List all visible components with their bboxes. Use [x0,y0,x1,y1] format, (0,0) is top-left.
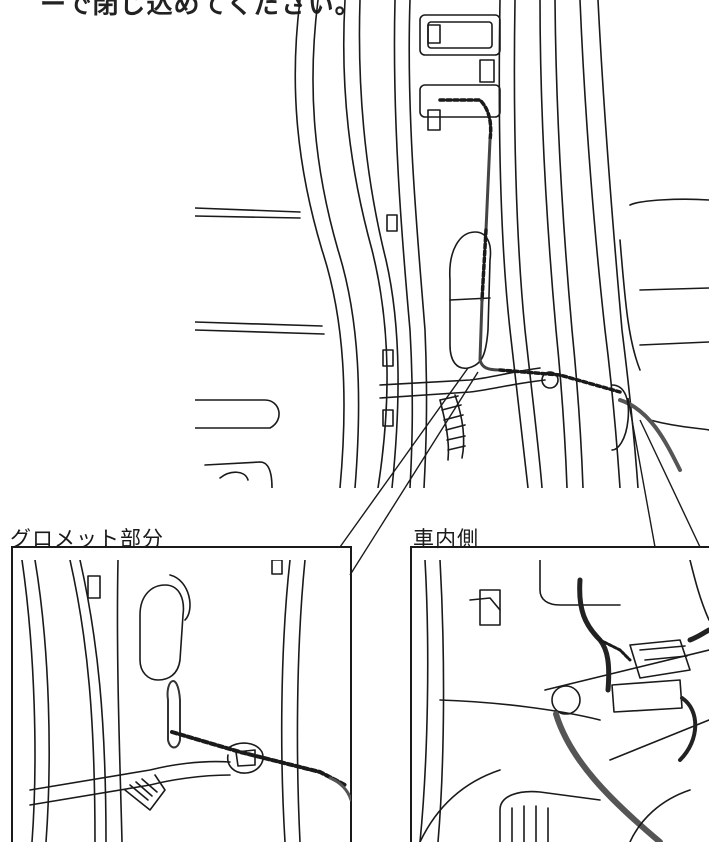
pillar-outline-4 [358,0,399,488]
right-panel-3 [639,287,709,346]
interior-inset-frame [410,546,709,842]
door-frame-2 [513,0,543,488]
inset-r-panel-4 [609,719,709,761]
panel-line-2 [195,321,325,335]
hinge-bolt-2 [427,109,441,131]
panel-lower-2 [219,471,249,481]
inset-r-bottom-curve [419,769,501,842]
pillar-bolt-1 [386,214,398,232]
inset-r-hole [551,685,581,715]
inset-cable-end [328,776,351,802]
horizontal-harness-1 [379,367,541,386]
right-panel-2 [619,239,641,371]
inset-clip [226,742,264,774]
inset-r-panel-3 [439,699,601,721]
inset-r-panel-1 [539,560,621,606]
door-frame-4 [554,0,584,488]
inset-sleeve-bracket [169,574,191,621]
pillar-outline-3 [342,0,388,488]
pillar-outline-6 [408,0,428,488]
door-frame-5 [579,0,621,488]
leader-grommet-1 [339,367,469,548]
inset-pillar-5 [116,560,123,842]
inset-pillar-7 [296,560,306,842]
hinge-lower [419,84,501,118]
inset-r-cylinder-ribs [511,805,549,842]
inset-r-pillar-1 [419,560,429,842]
inset-r-pillar-2 [437,560,445,842]
right-panel-1 [629,198,709,206]
dashed-wire-to-clip [498,368,622,394]
door-frame-3 [539,0,568,488]
interior-inset [410,546,709,842]
interior-callout-label: 車内側 [413,527,479,551]
hinge-bolt-3 [479,59,495,83]
grommet-inset-frame [11,546,352,842]
grommet-sleeve-band [449,297,491,301]
dashed-wire-top [438,98,493,142]
pillar-outline-2 [312,0,360,488]
inset-pillar-1 [21,560,36,842]
inset-sleeve [139,584,185,681]
inset-grommet [166,680,181,749]
inset-r-harness-lower [678,696,698,762]
leader-lines [339,367,701,576]
hinge-bolt-1 [427,24,441,44]
inset-pillar-6 [280,560,291,842]
hinge-upper [419,14,501,56]
routed-wire-lower [478,298,502,372]
top-caption: ーで閉じ込めてください。 [40,0,362,20]
pillar-bolt-2 [382,349,394,367]
inset-r-hose [629,789,691,842]
pillar-bolt-3 [382,409,394,427]
pillar-outline-1 [294,0,345,488]
cable-boot [611,384,630,451]
panel-lower [204,461,273,488]
inset-pillar-4 [79,560,107,842]
inset-r-bracket-2 [469,597,501,611]
routed-wire-vertical [484,138,492,232]
inset-r-dashed-wire [598,638,632,662]
inset-r-connector-ribs [639,645,688,661]
inset-r-panel-5 [689,560,709,621]
inset-r-connector-2 [611,679,683,713]
hinge-upper-inner [427,21,493,49]
inset-harness-2 [29,774,231,806]
pillar-outline-5 [393,0,414,488]
leader-interior-2 [639,419,701,548]
right-panel-4 [649,419,709,431]
dashed-wire-sleeve [480,228,488,302]
inset-r-connector-1 [629,639,691,679]
leader-grommet-2 [349,371,479,576]
inset-r-cylinder [499,790,601,842]
panel-slot [195,399,280,429]
inset-pillar-2 [34,560,50,842]
main-view [195,0,709,488]
inset-r-harness-black [577,577,612,693]
inset-r-cable-gray [553,711,663,842]
corrugated-ribs [439,395,466,451]
inset-clip-inner [235,749,256,767]
door-frame-6 [597,0,639,488]
inset-r-harness-right [687,627,709,643]
inset-pillar-3 [69,560,96,842]
grommet-sleeve [449,231,492,370]
leader-interior-1 [627,397,656,548]
clip-circle [541,371,559,389]
inset-corrugated [124,774,166,811]
inset-bolt [87,575,101,599]
inset-bolt-right [271,560,283,575]
inset-harness-1 [29,760,231,791]
inset-r-bracket [479,589,501,626]
grommet-callout-label: グロメット部分 [10,527,164,551]
panel-line-1 [195,207,301,219]
inset-corrugated-ribs [129,778,158,801]
horizontal-harness-2 [379,379,546,399]
grommet-inset [11,546,352,842]
